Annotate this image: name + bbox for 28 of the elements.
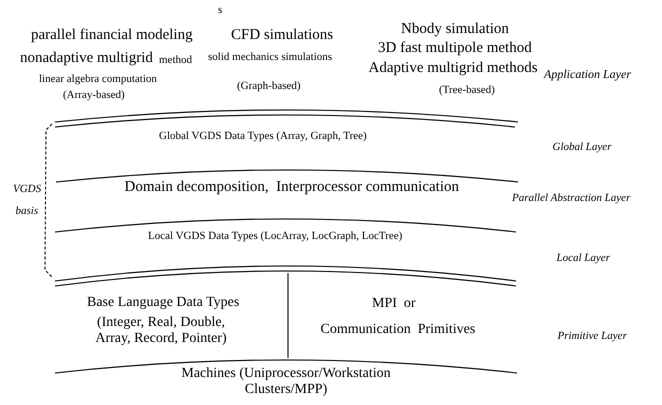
layer-content: Local VGDS Data Types (LocArray, LocGraph, LocTree)	[148, 230, 402, 243]
layer-label: Primitive Layer	[558, 330, 627, 343]
category-note: (Tree-based)	[439, 84, 495, 97]
application-text: Nbody simulation	[401, 21, 509, 38]
application-text: method	[159, 54, 192, 67]
layer-label: Parallel Abstraction Layer	[512, 192, 630, 205]
layer-label: Global Layer	[552, 141, 612, 154]
stray-text: s	[218, 4, 222, 17]
bracket-label: VGDS	[13, 183, 42, 196]
layer-content: Communication Primitives	[320, 322, 476, 338]
application-text: linear algebra computation	[39, 73, 157, 86]
layer-label: Application Layer	[544, 68, 631, 82]
application-text: nonadaptive multigrid	[20, 50, 153, 68]
layer-label: Local Layer	[556, 252, 610, 265]
layer-content: Global VGDS Data Types (Array, Graph, Tree)	[159, 130, 367, 143]
layer-content: Domain decomposition, Interprocessor communication	[124, 179, 460, 196]
layer-content: Base Language Data Types	[87, 295, 240, 312]
application-text: solid mechanics simulations	[208, 51, 332, 64]
application-text: Adaptive multigrid methods	[368, 60, 538, 78]
application-text: 3D fast multipole method	[378, 40, 532, 58]
application-text: parallel financial modeling	[31, 27, 193, 44]
category-note: (Array-based)	[63, 89, 125, 102]
layer-content: (Integer, Real, Double, Array, Record, Pointer)	[94, 315, 228, 348]
bracket-label: basis	[16, 205, 38, 218]
layer-content: MPI or	[372, 296, 416, 312]
application-text: CFD simulations	[231, 27, 334, 44]
layer-content: Machines (Uniprocessor/Workstation Clusters/MPP)	[180, 366, 392, 398]
category-note: (Graph-based)	[237, 80, 301, 93]
